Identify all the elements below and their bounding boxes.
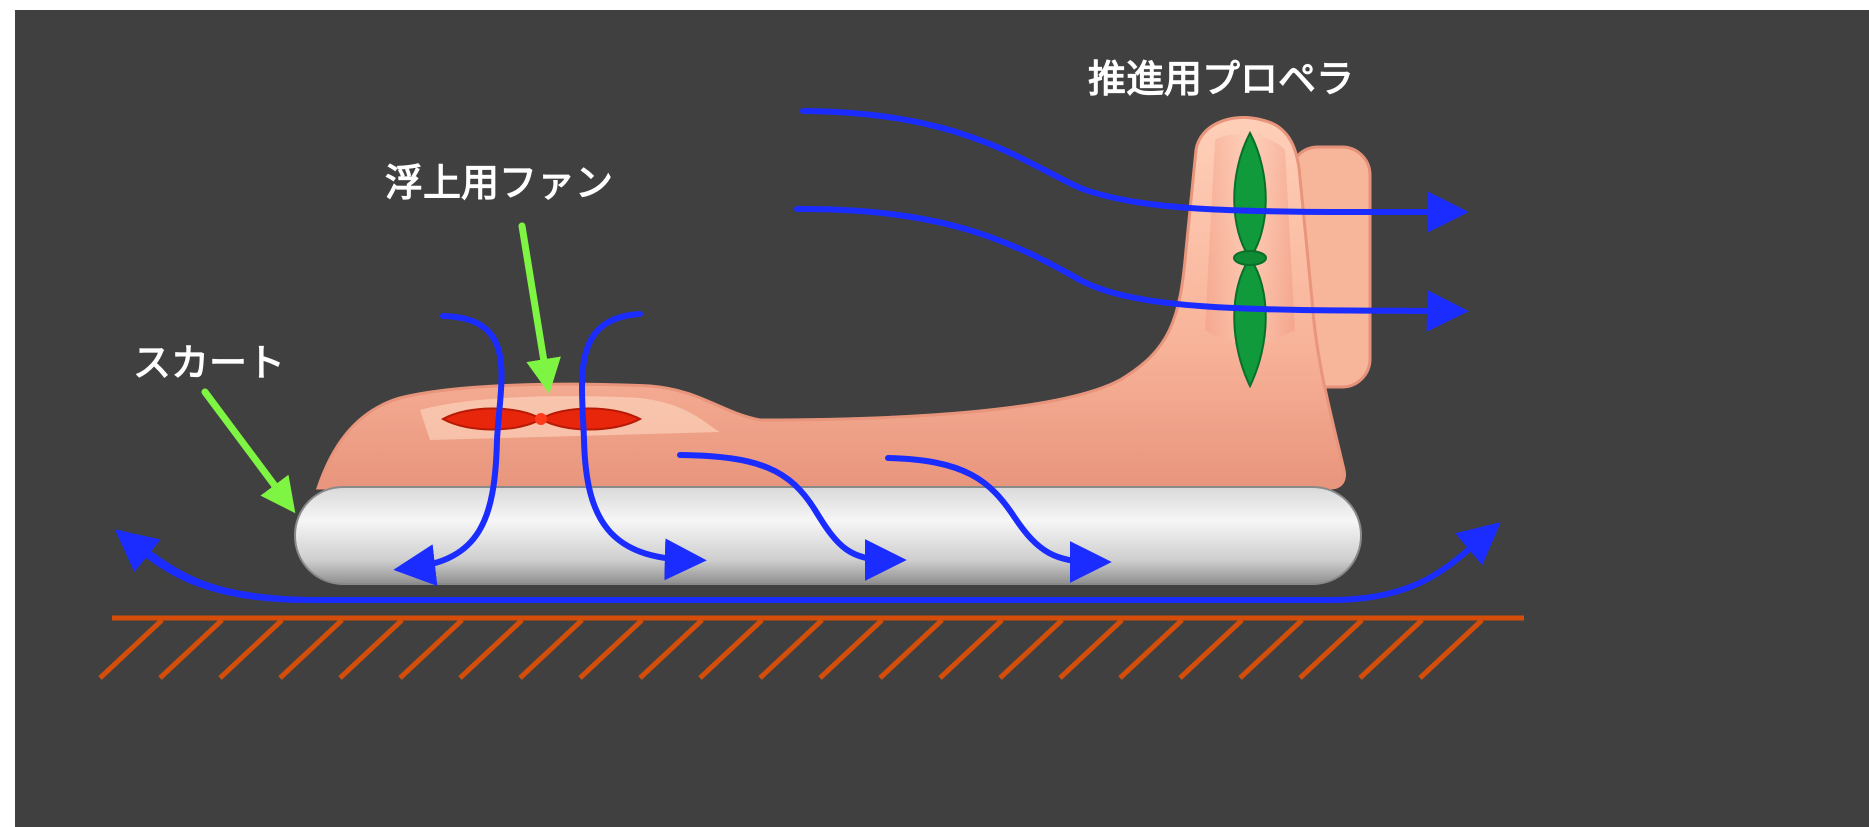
ground-hatch-line (98, 618, 164, 680)
airflow-arrow-propulsion-upper (800, 108, 1469, 234)
label-propulsion-propeller: 推進用プロペラ (1088, 57, 1354, 101)
ground-hatch-line (578, 618, 644, 680)
label-skirt: スカート (133, 341, 285, 385)
ground-hatch-line (1298, 618, 1364, 680)
lift-fan-icon (440, 407, 643, 431)
ground (98, 615, 1524, 680)
frame-top (0, 0, 1869, 10)
skirt (294, 486, 1362, 585)
label-lift-fan: 浮上用ファン (385, 161, 613, 205)
ground-hatch-line (338, 618, 404, 680)
ground-hatch-line (158, 618, 224, 680)
ground-hatch-line (878, 618, 944, 680)
ground-hatch-line (1238, 618, 1304, 680)
airflow-arrow-propulsion-lower (794, 205, 1469, 332)
ground-hatch-line (698, 618, 764, 680)
ground-hatch-line (518, 618, 584, 680)
pointer-arrow-lift-fan (518, 222, 561, 394)
ground-hatch-line (1058, 618, 1124, 680)
ground-hatch-line (458, 618, 524, 680)
frame-left (0, 0, 15, 827)
ground-hatch-line (638, 618, 704, 680)
ground-hatch-line (998, 618, 1064, 680)
airflow-arrow-lift-left (393, 313, 505, 586)
airflow-arrow-bottom-left-head (114, 529, 303, 603)
airflow-arrow-cushion-1 (677, 452, 907, 581)
ground-hatch-line (1118, 618, 1184, 680)
pointer-arrows (201, 222, 561, 514)
ground-hatch-line (1418, 618, 1484, 680)
ground-hatch-line (758, 618, 824, 680)
pointer-arrow-skirt (201, 388, 296, 514)
ground-hatch-line (218, 618, 284, 680)
ground-hatch-line (398, 618, 464, 680)
ground-hatch-line (818, 618, 884, 680)
ground-hatch-line (1178, 618, 1244, 680)
ground-hatch-line (938, 618, 1004, 680)
ground-hatch-line (278, 618, 344, 680)
propulsion-propeller-icon (1233, 130, 1267, 389)
ground-hatch-line (1358, 618, 1424, 680)
airflow-arrows (114, 108, 1501, 603)
airflow-arrow-lift-right (578, 311, 707, 581)
airflow-arrow-cushion-2 (885, 455, 1112, 583)
ground-hatching (98, 618, 1484, 680)
